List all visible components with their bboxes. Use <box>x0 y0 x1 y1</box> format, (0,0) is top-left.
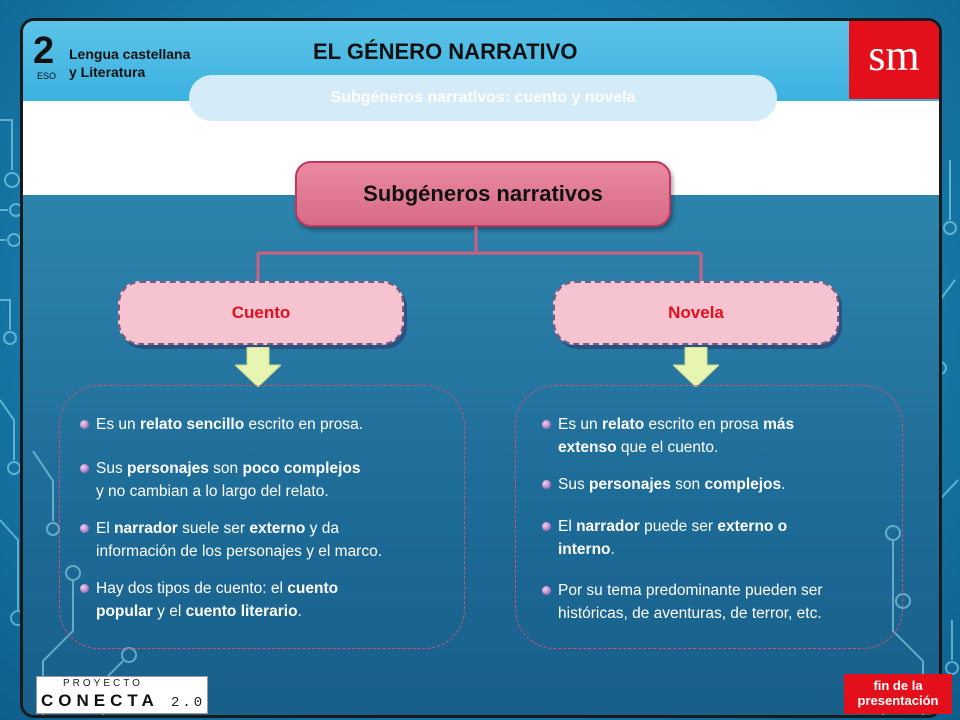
bullet-icon <box>80 420 89 429</box>
end-button-line-2: presentación <box>857 693 939 708</box>
bullet-icon <box>542 586 551 595</box>
end-presentation-button[interactable]: fin de la presentación <box>844 674 952 714</box>
subject-line-2: y Literatura <box>69 64 146 80</box>
bullet-icon <box>80 464 89 473</box>
grade-number: 2 <box>33 30 55 72</box>
novela-features-panel <box>515 385 903 649</box>
end-button-line-1: fin de la <box>873 678 923 693</box>
bullet-icon <box>542 522 551 531</box>
category-novela: Novela <box>553 281 839 345</box>
bullet-icon <box>542 420 551 429</box>
novela-feature-item: Sus personajes son complejos. <box>558 476 786 493</box>
subject-title: Lengua castellana y Literatura <box>69 45 249 81</box>
grade-level: ESO <box>37 71 57 81</box>
diagram-connectors <box>256 227 703 281</box>
conecta-logo-main: CONECTA <box>41 691 159 710</box>
section-subtitle: Subgéneros narrativos: cuento y novela <box>189 75 777 121</box>
publisher-logo: sm <box>849 21 939 99</box>
down-arrow-icon <box>673 347 719 387</box>
conecta-logo-top: PROYECTO <box>63 678 143 689</box>
subject-line-1: Lengua castellana <box>69 46 191 62</box>
root-node: Subgéneros narrativos <box>295 161 671 227</box>
cuento-feature-item: Es un relato sencillo escrito en prosa. <box>96 416 364 433</box>
cuento-features-panel <box>59 385 465 649</box>
bullet-icon <box>80 584 89 593</box>
bullet-icon <box>542 480 551 489</box>
page-title: EL GÉNERO NARRATIVO <box>313 39 578 64</box>
bullet-icon <box>80 524 89 533</box>
category-cuento: Cuento <box>118 281 404 345</box>
proyecto-conecta-logo: PROYECTO CONECTA 2.0 <box>36 676 208 714</box>
slide: 2 ESO Lengua castellana y Literatura EL … <box>20 18 942 718</box>
conecta-logo-version: 2.0 <box>171 695 206 711</box>
down-arrow-icon <box>235 347 281 387</box>
